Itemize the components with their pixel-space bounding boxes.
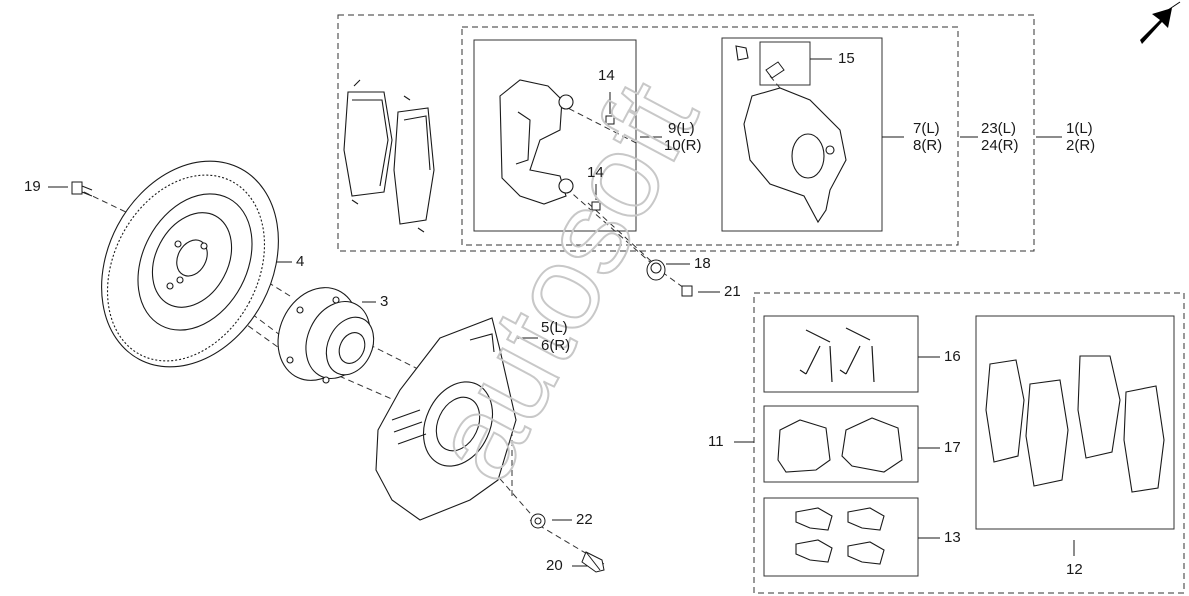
shims-box <box>763 405 919 483</box>
label-14b: 14 <box>587 164 604 181</box>
brake-disc <box>101 160 279 368</box>
label-18: 18 <box>694 255 711 272</box>
clips-box <box>763 497 919 577</box>
label-19: 19 <box>24 178 41 195</box>
label-21: 21 <box>724 283 741 300</box>
brake-pads-set <box>985 355 1165 493</box>
caliper-bracket <box>499 79 574 205</box>
pads-box <box>975 315 1175 530</box>
label-4: 4 <box>296 253 305 270</box>
pad-clips <box>795 507 885 565</box>
caliper-subassembly-frame <box>461 26 959 246</box>
label-15: 15 <box>838 50 855 67</box>
label-7: 7(L) <box>913 120 940 137</box>
label-3: 3 <box>380 293 389 310</box>
label-1: 1(L) <box>1066 120 1093 137</box>
caliper-body-box <box>721 37 883 232</box>
inner-pads-pair <box>343 79 435 233</box>
label-6: 6(R) <box>541 337 571 354</box>
caliper-assembly-frame <box>337 14 1035 252</box>
hub-bearing <box>277 287 375 384</box>
label-22: 22 <box>576 511 593 528</box>
anti-rattle-springs <box>799 327 875 383</box>
label-16: 16 <box>944 348 961 365</box>
label-13: 13 <box>944 529 961 546</box>
label-2: 2(R) <box>1066 137 1096 154</box>
pad-shims <box>777 417 903 473</box>
caliper-body <box>735 45 847 224</box>
label-10: 10(R) <box>664 137 702 154</box>
bracket-bolts <box>591 115 615 211</box>
leader-lines <box>48 58 1075 567</box>
bleeder-screw <box>765 61 785 79</box>
group-frames <box>337 14 1185 594</box>
label-23: 23(L) <box>981 120 1017 137</box>
label-24: 24(R) <box>981 137 1019 154</box>
label-20: 20 <box>546 557 563 574</box>
label-14a: 14 <box>598 67 615 84</box>
splash-shield <box>375 317 517 521</box>
bleeder-box <box>759 41 811 86</box>
springs-box <box>763 315 919 393</box>
direction-arrow-icon <box>1140 1 1181 44</box>
label-11: 11 <box>708 433 724 450</box>
bracket-box <box>473 39 637 232</box>
label-5: 5(L) <box>541 319 568 336</box>
label-9: 9(L) <box>668 120 695 137</box>
label-12: 12 <box>1066 561 1083 578</box>
solid-frames <box>473 37 1175 577</box>
washer-and-bolt <box>530 513 605 573</box>
disc-screw <box>71 181 93 197</box>
label-8: 8(R) <box>913 137 943 154</box>
pad-kit-frame <box>753 292 1185 594</box>
cap-and-bolt <box>646 259 693 297</box>
label-17: 17 <box>944 439 961 456</box>
